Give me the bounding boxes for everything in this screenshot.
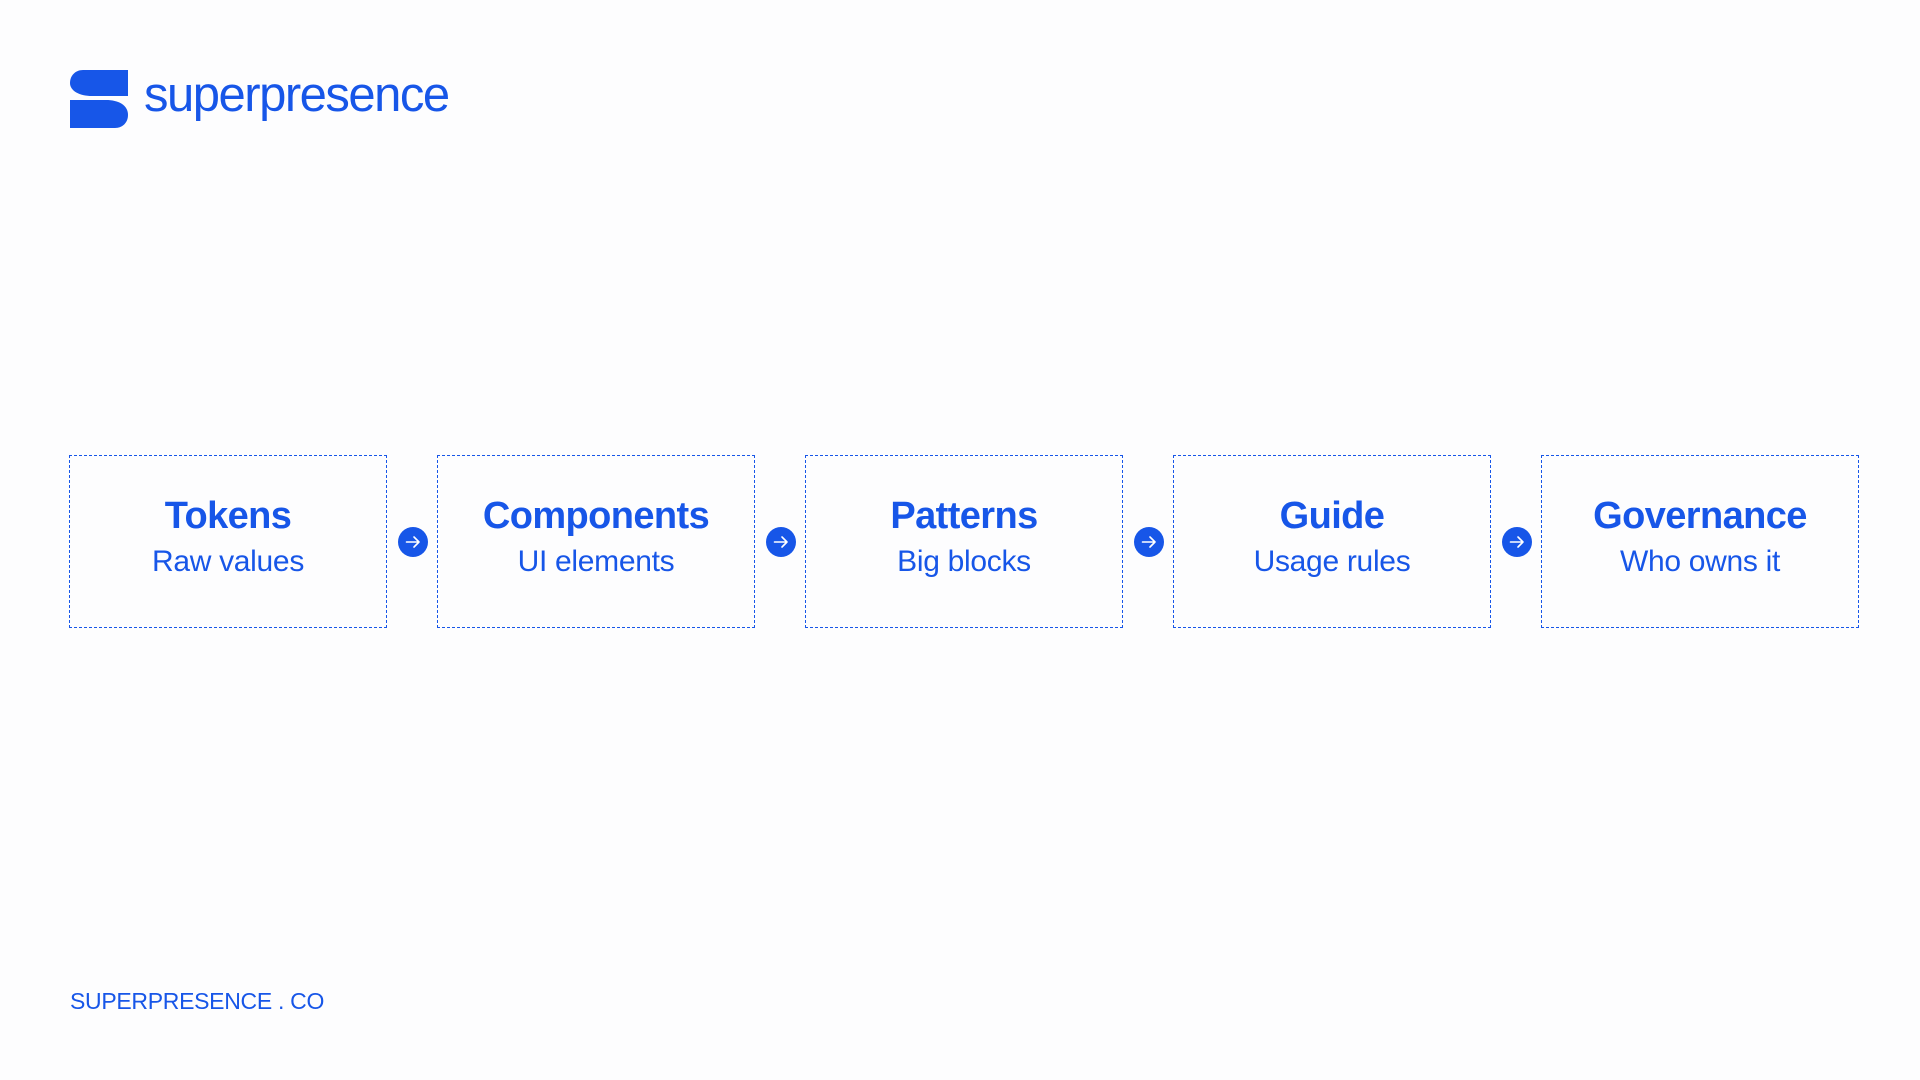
brand-name: superpresence [144,67,450,122]
step-patterns: Patterns Big blocks [805,455,1123,628]
arrow-right-circle-icon [766,527,796,557]
step-title: Guide [1279,495,1385,538]
step-subtitle: Usage rules [1253,545,1411,579]
step-title: Patterns [890,495,1038,538]
process-flow: Tokens Raw values Components UI elements… [69,455,1861,630]
arrow-right-circle-icon [1502,527,1532,557]
step-title: Tokens [164,495,292,538]
step-title: Governance [1593,495,1807,538]
step-subtitle: UI elements [517,545,675,579]
footer-website: SUPERPRESENCE . CO [70,988,325,1014]
step-governance: Governance Who owns it [1541,455,1859,628]
brand-header: superpresence [70,67,450,128]
step-title: Components [482,495,710,538]
step-subtitle: Who owns it [1619,545,1781,579]
step-tokens: Tokens Raw values [69,455,387,628]
arrow-right-circle-icon [398,527,428,557]
arrow-right-circle-icon [1134,527,1164,557]
step-subtitle: Big blocks [897,545,1031,579]
step-subtitle: Raw values [151,545,305,579]
step-components: Components UI elements [437,455,755,628]
s-logo-icon [70,70,128,128]
step-guide: Guide Usage rules [1173,455,1491,628]
